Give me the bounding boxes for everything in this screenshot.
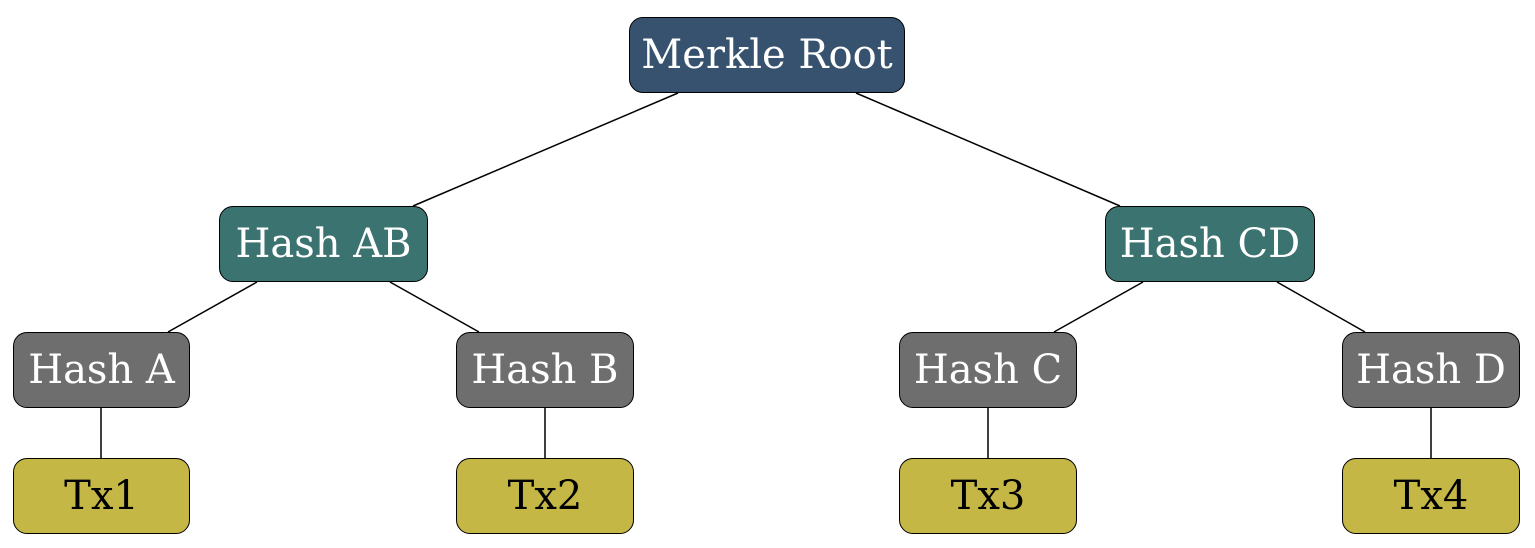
tx1-label: Tx1 <box>64 473 139 519</box>
tx2-node: Tx2 <box>456 458 634 534</box>
edge-hash-cd-hash-d <box>1276 281 1366 333</box>
hash-c-node: Hash C <box>899 332 1077 408</box>
tx1-node: Tx1 <box>13 458 190 534</box>
tx3-label: Tx3 <box>950 473 1026 519</box>
tx4-node: Tx4 <box>1342 458 1520 534</box>
hash-b-node: Hash B <box>456 332 634 408</box>
tx2-label: Tx2 <box>507 473 583 519</box>
edge-hash-cd-hash-c <box>1053 281 1144 333</box>
merkle-root-node: Merkle Root <box>629 17 905 93</box>
hash-d-label: Hash D <box>1356 347 1506 393</box>
hash-a-label: Hash A <box>28 347 175 393</box>
tx4-label: Tx4 <box>1393 473 1469 519</box>
hash-cd-label: Hash CD <box>1119 221 1301 267</box>
hash-a-node: Hash A <box>13 332 190 408</box>
edge-hash-ab-hash-b <box>389 281 480 333</box>
edge-root-hash-cd <box>855 92 1121 207</box>
merkle-root-label: Merkle Root <box>641 32 893 78</box>
hash-b-label: Hash B <box>471 347 619 393</box>
hash-cd-node: Hash CD <box>1105 206 1315 282</box>
hash-ab-label: Hash AB <box>235 221 412 267</box>
tx3-node: Tx3 <box>899 458 1077 534</box>
edge-root-hash-ab <box>412 92 679 207</box>
hash-ab-node: Hash AB <box>219 206 428 282</box>
hash-d-node: Hash D <box>1342 332 1520 408</box>
edge-hash-ab-hash-a <box>167 281 258 333</box>
hash-c-label: Hash C <box>913 347 1063 393</box>
